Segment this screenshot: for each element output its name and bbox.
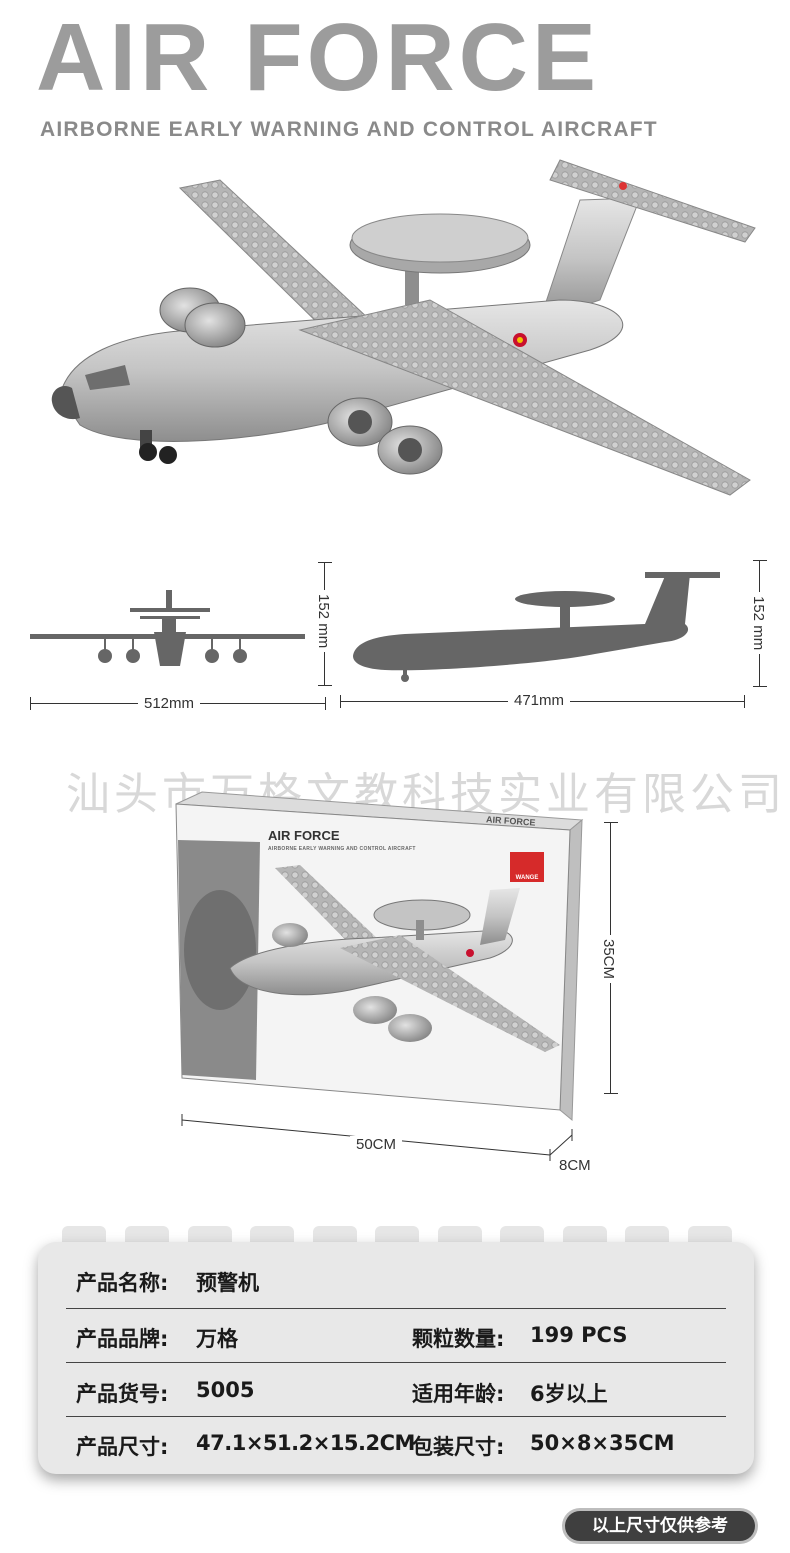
card-tab [625,1226,669,1246]
box-width-label: 50CM [350,1136,403,1153]
page-title: AIR FORCE [36,4,600,111]
box-title: AIR FORCE [268,828,340,843]
spec-name-value: 预警机 [196,1271,259,1295]
reference-note-badge: 以上尺寸仅供参考 [565,1511,755,1541]
product-box-image [175,791,584,1122]
card-tab [563,1226,607,1246]
box-subtitle: AIRBORNE EARLY WARNING AND CONTROL AIRCR… [268,846,416,852]
card-tab [62,1226,106,1246]
card-tab [188,1226,232,1246]
front-view-silhouette [30,590,305,666]
spec-pieces-label: 颗粒数量: [412,1327,505,1351]
side-length-label: 471mm [508,692,571,709]
side-height-tick-bottom [753,686,767,687]
spec-brand-label: 产品品牌: [76,1327,169,1351]
spec-pieces-value: 199 PCS [530,1323,628,1347]
front-width-label: 512mm [138,695,201,712]
side-view-silhouette [353,572,720,682]
front-height-tick-bottom [318,685,332,686]
spec-card [38,1242,754,1474]
box-height-tick-top [604,822,618,823]
card-tab [375,1226,419,1246]
spec-size-value: 47.1×51.2×15.2CM [196,1431,415,1455]
box-height-tick-bottom [604,1093,618,1094]
card-tab [313,1226,357,1246]
page-subtitle: AIRBORNE EARLY WARNING AND CONTROL AIRCR… [40,118,658,141]
spec-brand-value: 万格 [196,1327,238,1351]
card-tab [125,1226,169,1246]
card-tab [500,1226,544,1246]
spec-age-value: 6岁以上 [530,1382,608,1406]
aircraft-model-image [51,159,756,496]
spec-divider [66,1416,726,1417]
spec-age-label: 适用年龄: [412,1382,505,1406]
spec-pack-value: 50×8×35CM [530,1431,675,1455]
side-length-tick-left [340,695,341,708]
front-height-tick-top [318,562,332,563]
front-width-tick-left [30,697,31,710]
front-width-tick-right [325,697,326,710]
spec-pack-label: 包装尺寸: [412,1435,505,1459]
box-height-label: 35CM [600,935,617,984]
wange-logo: WANGE [510,852,544,882]
spec-divider [66,1308,726,1309]
side-length-tick-right [744,695,745,708]
card-tab [688,1226,732,1246]
side-height-label: 152 mm [750,592,767,655]
spec-size-label: 产品尺寸: [76,1435,169,1459]
spec-name-label: 产品名称: [76,1271,169,1295]
side-height-tick-top [753,560,767,561]
spec-item-value: 5005 [196,1378,255,1402]
card-tab [438,1226,482,1246]
card-tab [250,1226,294,1246]
front-height-label: 152 mm [315,590,332,653]
box-depth-label: 8CM [559,1157,591,1174]
spec-item-label: 产品货号: [76,1382,169,1406]
spec-divider [66,1362,726,1363]
